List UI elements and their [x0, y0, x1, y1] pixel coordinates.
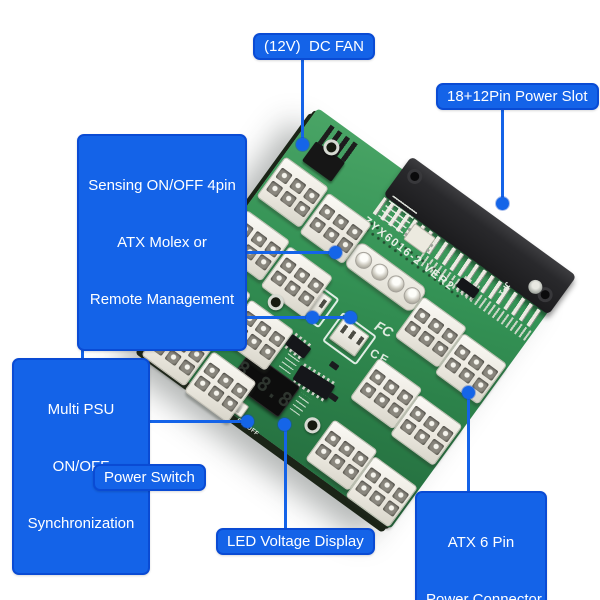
connector-pin-hole [288, 177, 307, 195]
leader-dot-sensing [329, 246, 342, 259]
connector-pin-hole [292, 199, 311, 218]
leader-line-power-slot [501, 110, 504, 205]
connector-pin-hole [341, 462, 360, 481]
connector-pin-hole [302, 187, 320, 205]
connector-pin-hole [244, 332, 263, 351]
connector-pin-hole [412, 306, 431, 325]
connector-pin-hole [431, 339, 449, 358]
connector-pin-hole [193, 374, 211, 393]
callout-dc-fan: (12V) DC FAN [253, 33, 376, 60]
leader-dot-dc-fan [296, 138, 309, 151]
leader-line-sensing [164, 251, 336, 254]
connector-pin-hole [363, 466, 382, 484]
connector-pin-hole [426, 316, 445, 335]
connector-pin-hole [202, 361, 221, 380]
connector-pin-hole [337, 439, 355, 458]
smd-component [328, 360, 340, 371]
connector-pin-hole [278, 256, 297, 274]
callout-sensing: Sensing ON/OFF 4pin ATX Molex or Remote … [77, 134, 247, 351]
connector-pin-hole [403, 319, 422, 338]
connector-pin-hole [253, 319, 272, 338]
connector-pin-hole [399, 417, 417, 436]
connector-pin-hole [317, 203, 336, 221]
connector-pin-hole [263, 240, 282, 258]
connector-pin-hole [308, 216, 326, 234]
leader-dot-atx-6pin [462, 386, 475, 399]
connector-pin-hole [377, 476, 396, 494]
connector-pin-hole [453, 343, 471, 361]
connector-pin-hole [249, 230, 268, 248]
connector-pin-hole [391, 486, 409, 504]
callout-power-switch: Power Switch [93, 464, 206, 491]
slot-mount-hole [404, 165, 426, 187]
callout-led-display: LED Voltage Display [216, 528, 375, 555]
leader-dot-multi-psu-2 [344, 311, 357, 324]
connector-pin-hole [269, 269, 288, 287]
leader-dot-led-display [278, 418, 291, 431]
connector-pin-hole [322, 226, 340, 244]
connector-pin-hole [220, 394, 239, 413]
connector-pin-hole [435, 425, 454, 443]
connector-pin-hole [216, 371, 234, 390]
leader-line-led-display [284, 424, 287, 529]
connector-pin-hole [265, 179, 284, 198]
connector-pin-hole [345, 223, 363, 241]
connector-pin-hole [267, 329, 286, 348]
smd-component [327, 392, 339, 403]
connector-pin-hole [274, 167, 293, 185]
connector-pin-hole [422, 415, 440, 433]
callout-power-slot: 18+12Pin Power Slot [436, 83, 599, 110]
connector-pin-hole [466, 353, 485, 371]
leader-line-atx-6pin [467, 392, 470, 492]
connector-pin-hole [254, 253, 272, 271]
connector-pin-hole [426, 437, 445, 456]
leader-dot-power-slot [496, 197, 509, 210]
leader-dot-power-switch [241, 415, 254, 428]
connector-pin-hole [368, 489, 386, 507]
connector-pin-hole [354, 479, 372, 497]
connector-pin-hole [331, 213, 350, 231]
connector-pin-hole [163, 348, 182, 366]
connector-pin-hole [306, 276, 325, 294]
connector-pin-hole [323, 429, 342, 448]
connector-pin-hole [258, 342, 276, 361]
connector-pin-hole [443, 356, 462, 374]
connector-pin-hole [206, 384, 225, 403]
connector-pin-hole [412, 427, 431, 446]
leader-line-dc-fan [301, 58, 304, 146]
connector-pin-hole [327, 452, 346, 471]
leader-line-power-switch [143, 420, 249, 423]
connector-pin-hole [408, 405, 427, 423]
mounting-hole [301, 414, 324, 437]
connector-pin-hole [230, 381, 248, 400]
connector-pin-hole [314, 442, 332, 461]
connector-pin-hole [368, 368, 386, 386]
connector-pin-hole [386, 401, 404, 419]
connector-pin-hole [457, 366, 476, 384]
connector-pin-hole [480, 363, 499, 381]
connector-pin-hole [358, 381, 377, 399]
connector-pin-hole [297, 289, 315, 307]
connector-pin-hole [351, 449, 369, 468]
connector-pin-hole [283, 279, 301, 297]
connector-pin-hole [440, 326, 459, 345]
connector-pin-hole [177, 358, 196, 376]
leader-dot-multi-psu-1 [306, 311, 319, 324]
callout-atx-6pin: ATX 6 Pin Power Connector [415, 491, 547, 600]
connector-pin-hole [395, 388, 414, 406]
connector-pin-hole [372, 391, 391, 409]
connector-pin-hole [381, 499, 400, 517]
connector-pin-hole [279, 189, 297, 208]
connector-pin-hole [417, 329, 435, 348]
connector-pin-hole [292, 266, 311, 284]
connector-pin-hole [382, 378, 400, 396]
